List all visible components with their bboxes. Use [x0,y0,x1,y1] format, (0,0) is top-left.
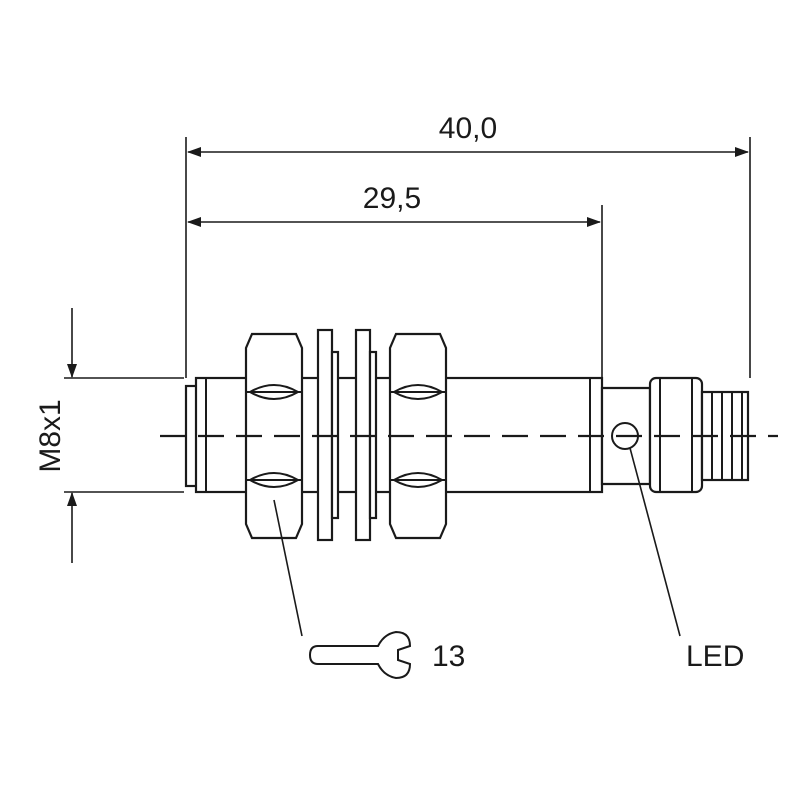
wrench-icon [308,630,412,680]
thread-diameter-label: M8x1 [34,399,67,472]
hex-nut-front-arc-2 [249,472,299,481]
led-leader-line [629,447,681,637]
hex-nut-front-arc-3 [249,391,299,400]
thread-diameter-dimension: M8x1 [34,308,184,563]
led-label: LED [686,640,744,673]
overall-length-dimension: 40,0 [185,112,751,378]
wrench-leader-line [273,499,303,637]
hex-nut-rear-arc-1 [393,384,443,393]
hex-nut-rear-arc-3 [393,391,443,400]
led-callout: LED [629,447,744,673]
hex-nut-front-arc-4 [249,479,299,488]
thread-length-label: 29,5 [363,182,421,215]
hex-nut-rear [388,332,448,540]
wrench-size-label: 13 [432,640,465,673]
hex-nut-rear-outline [388,332,448,540]
wrench-callout: 13 [273,499,465,680]
hex-nut-rear-arc-2 [393,472,443,481]
overall-length-label: 40,0 [439,112,497,145]
hex-nut-front-arc-1 [249,384,299,393]
hex-nut-rear-arc-4 [393,479,443,488]
thread-length-dimension: 29,5 [187,182,603,382]
